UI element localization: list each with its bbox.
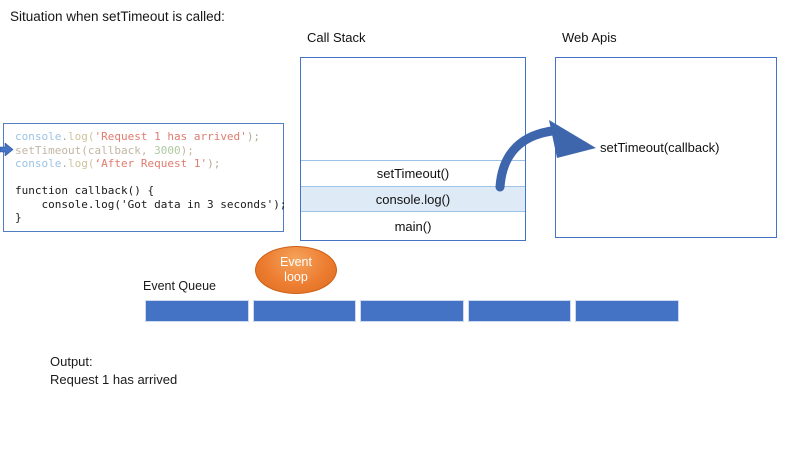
code-box: console.log('Request 1 has arrived');set… bbox=[3, 123, 287, 232]
queue-slot bbox=[145, 300, 249, 322]
output-text: Request 1 has arrived bbox=[50, 372, 178, 387]
code-line: console.log(‘After Request 1'); bbox=[15, 157, 221, 170]
queue-slot bbox=[360, 300, 464, 322]
code-line: } bbox=[15, 211, 22, 224]
code-line: setTimeout(callback, 3000); bbox=[15, 143, 194, 157]
web-apis-content: setTimeout(callback) bbox=[600, 140, 720, 155]
code-line: console.log('Got data in 3 seconds'); bbox=[15, 197, 287, 211]
event-loop-ellipse: Event loop bbox=[255, 246, 337, 294]
code-line: function callback() { bbox=[15, 184, 155, 197]
event-queue-label: Event Queue bbox=[143, 279, 216, 293]
event-loop-label-line1: Event bbox=[280, 255, 312, 269]
code-lines: console.log('Request 1 has arrived');set… bbox=[15, 130, 287, 225]
queue-slot bbox=[467, 300, 572, 322]
queue-slot bbox=[575, 300, 679, 322]
queue-slot bbox=[252, 300, 357, 322]
output-label: Output: bbox=[50, 354, 93, 369]
code-line: console.log('Request 1 has arrived'); bbox=[15, 130, 261, 143]
code-pointer-arrow-icon bbox=[0, 143, 14, 156]
event-loop-label-line2: loop bbox=[284, 270, 308, 284]
call-stack-box: setTimeout() console.log() main() bbox=[300, 57, 526, 241]
code-line bbox=[15, 171, 283, 185]
page-title: Situation when setTimeout is called: bbox=[10, 9, 225, 24]
call-stack-frame: main() bbox=[301, 211, 525, 240]
web-apis-label: Web Apis bbox=[562, 30, 617, 45]
call-stack-label: Call Stack bbox=[307, 30, 366, 45]
event-queue-bar bbox=[145, 300, 679, 322]
call-stack-frame: setTimeout() bbox=[301, 160, 525, 186]
call-stack-frame: console.log() bbox=[301, 186, 525, 211]
